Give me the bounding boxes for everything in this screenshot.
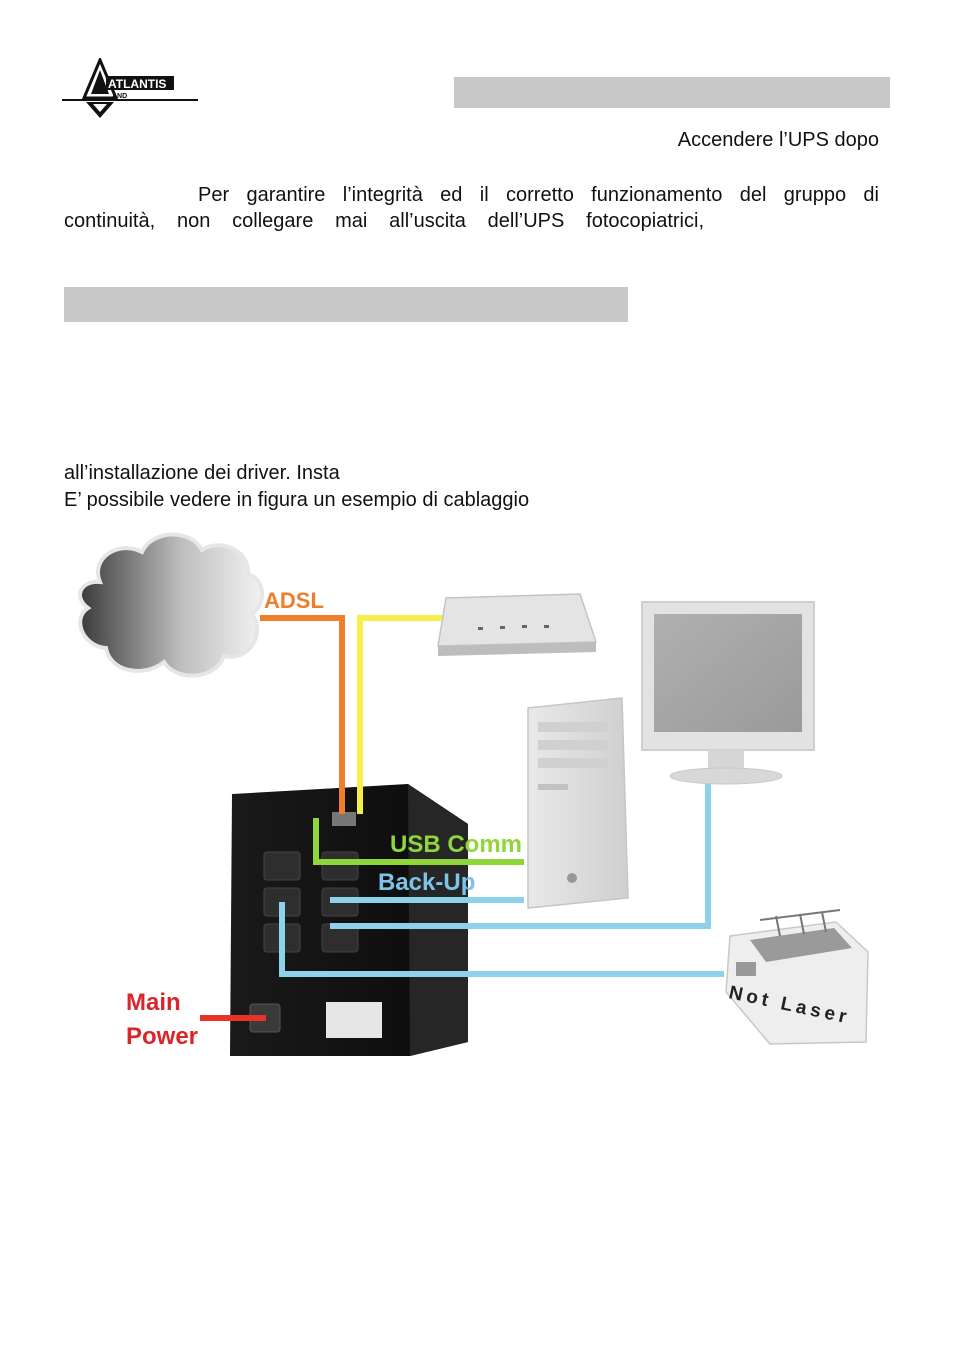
label-usb-comm: USB Comm [390, 831, 522, 858]
cable-modem [357, 615, 442, 814]
paragraph2-line2: E’ possibile vedere in figura un esempio… [64, 489, 530, 511]
label-adsl: ADSL [264, 588, 324, 613]
label-back-up: Back-Up [378, 869, 475, 896]
cable-backup-monitor [330, 784, 711, 929]
cable-backup-printer [279, 902, 724, 977]
paragraph1-line2: Per garantire l’integrità ed il corretto… [198, 184, 879, 206]
section-bar [64, 287, 628, 322]
ups-unit-icon [230, 784, 468, 1056]
label-power: Power [126, 1023, 198, 1050]
paragraph1-line1: Accendere l’UPS dopo [677, 129, 879, 151]
logo-text: ATLANTIS [108, 77, 166, 91]
adsl-modem-icon [437, 593, 598, 656]
logo-sub: AND [112, 93, 127, 100]
wiring-diagram: ADSL USB Comm Back-Up Main Power Not Las… [60, 522, 900, 1072]
printer-icon [725, 909, 869, 1045]
label-main: Main [126, 989, 181, 1016]
pc-tower-icon [527, 697, 629, 909]
atlantis-logo: ATLANTIS AND [60, 56, 200, 122]
cable-usb [313, 818, 524, 865]
monitor-icon [641, 601, 815, 785]
cable-adsl [260, 615, 345, 814]
paragraph1-line3: continuità, non collegare mai all’uscita… [64, 210, 704, 232]
cables [200, 615, 724, 1021]
internet-cloud-icon [78, 532, 264, 678]
header-bar [454, 77, 890, 108]
paragraph2-line1: all’installazione dei driver. Insta [64, 462, 340, 484]
